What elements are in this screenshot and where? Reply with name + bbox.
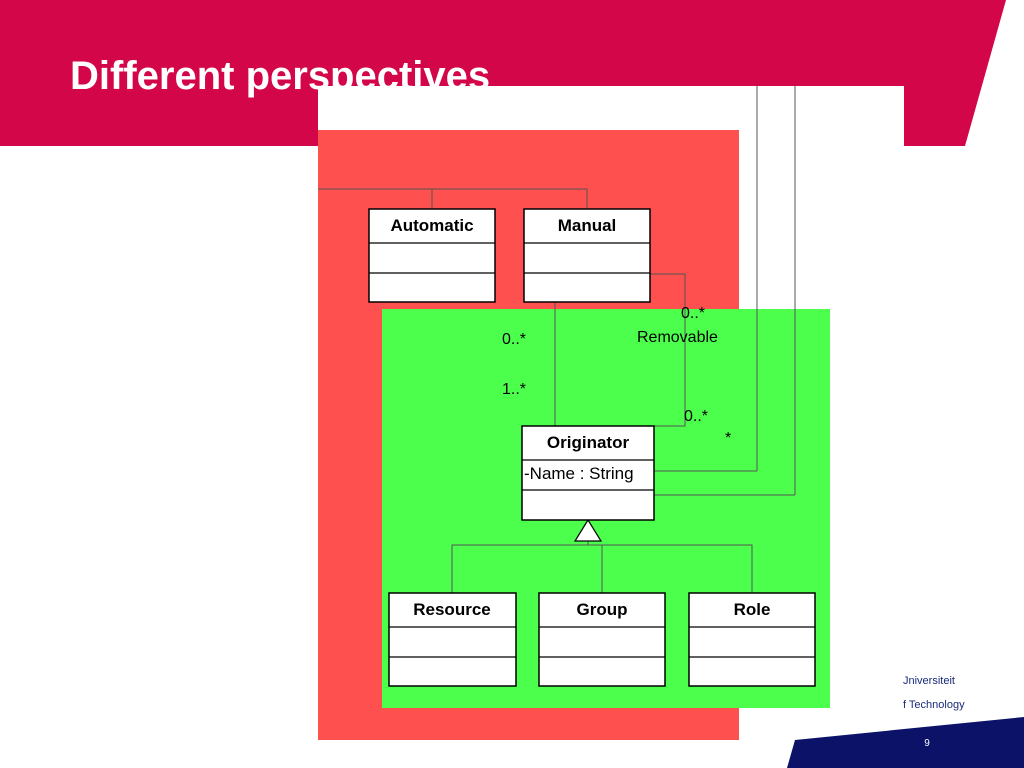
- class-originator-attribute: -Name : String: [524, 464, 634, 483]
- footer-band-shape: [787, 717, 1024, 768]
- class-originator-name: Originator: [547, 433, 630, 452]
- class-resource-name: Resource: [413, 600, 490, 619]
- manual-end-multiplicity: 0..*: [502, 331, 526, 348]
- removable-role-label: Removable: [637, 329, 718, 346]
- removable-bottom-multiplicity: 0..*: [684, 408, 708, 425]
- class-role: Role: [688, 592, 816, 687]
- originator-inheritance-tree: [451, 541, 753, 593]
- class-group-name: Group: [577, 600, 628, 619]
- footer-band: [787, 717, 1024, 768]
- automatic-manual-generalization: [318, 188, 588, 209]
- class-group: Group: [538, 592, 666, 687]
- originator-end-multiplicity: 1..*: [502, 381, 526, 398]
- page-number: 9: [924, 738, 930, 749]
- university-name-line2: f Technology: [903, 699, 965, 711]
- class-resource: Resource: [388, 592, 517, 687]
- class-manual-name: Manual: [558, 216, 617, 235]
- class-automatic: Automatic: [368, 208, 496, 303]
- class-automatic-name: Automatic: [390, 216, 473, 235]
- class-manual: Manual: [523, 208, 651, 303]
- removable-top-multiplicity: 0..*: [681, 305, 705, 322]
- right-star-multiplicity: *: [725, 430, 731, 447]
- uml-class-diagram: Automatic Manual Originator -Name : Stri…: [318, 86, 830, 740]
- university-name-line1: Jniversiteit: [903, 675, 955, 687]
- generalization-arrowhead: [573, 518, 603, 542]
- association-lines: [554, 273, 795, 496]
- class-role-name: Role: [734, 600, 771, 619]
- class-originator: Originator -Name : String: [521, 425, 655, 521]
